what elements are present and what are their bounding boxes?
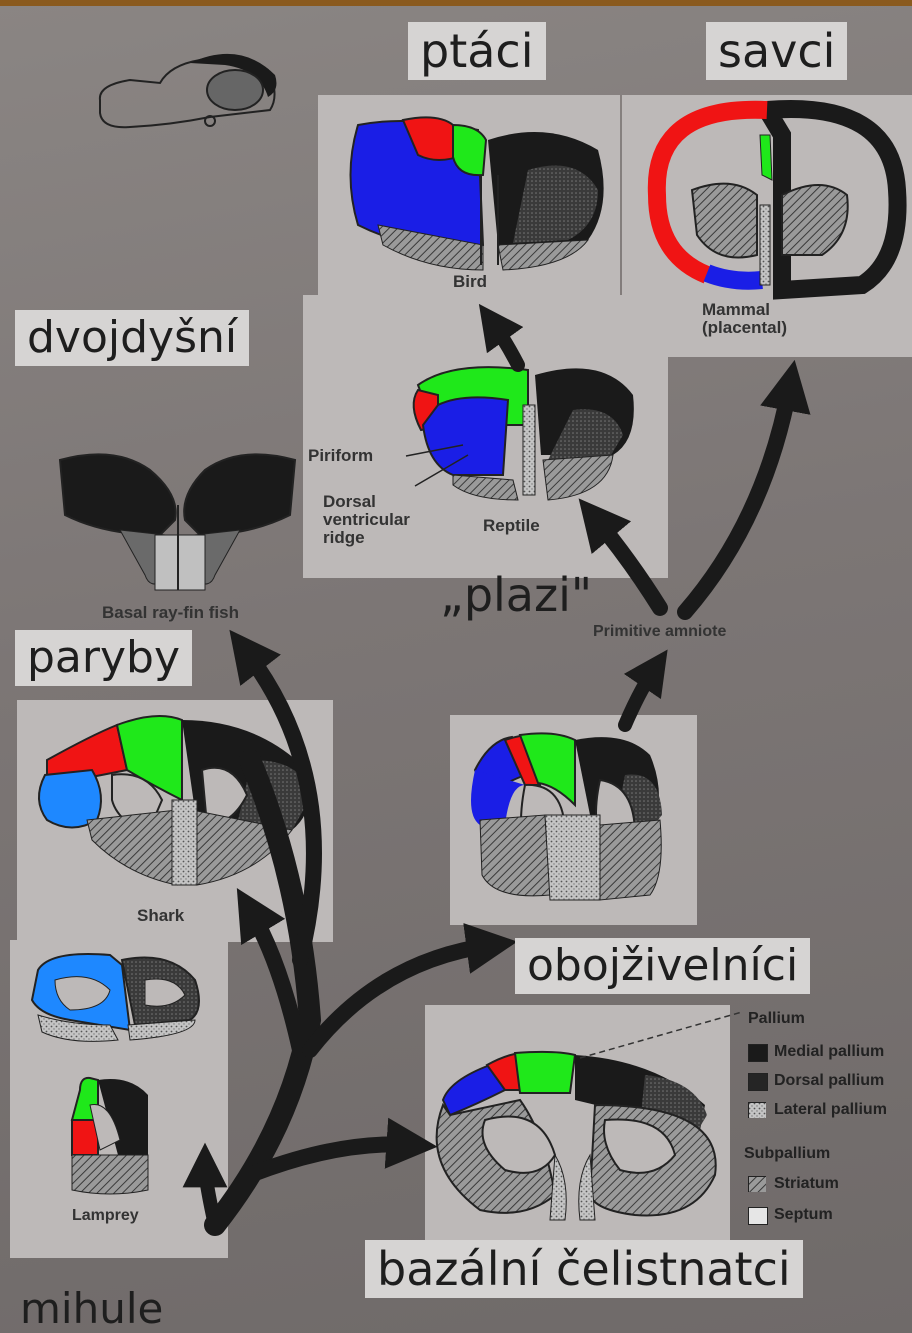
caption-paryby: paryby <box>15 630 192 686</box>
bird-label: Bird <box>453 272 487 291</box>
leader-line <box>579 1011 743 1059</box>
lamprey-label: Lamprey <box>72 1207 139 1224</box>
legend-medial-swatch <box>748 1044 768 1062</box>
lamprey-arrow <box>182 1142 228 1232</box>
legend-dorsal-label: Dorsal pallium <box>774 1072 885 1089</box>
basal-gnathostome-panel <box>425 1005 730 1240</box>
legend-pallium-title: Pallium <box>748 1010 805 1027</box>
brain-sketch-icon <box>98 53 277 129</box>
mammal-brain <box>647 100 907 300</box>
primitive-amniote-label: Primitive amniote <box>593 623 727 640</box>
legend-lateral-swatch <box>748 1102 766 1118</box>
piriform-label: Piriform <box>308 446 374 465</box>
reptile-label: Reptile <box>483 516 540 535</box>
reptile-brain <box>405 366 634 501</box>
shark-arrow <box>236 888 308 1058</box>
basal-arrow <box>242 1117 438 1183</box>
caption-mihule: mihule <box>20 1284 164 1333</box>
legend-striatum-swatch <box>748 1176 766 1192</box>
caption-bazalni: bazální čelistnatci <box>365 1240 803 1298</box>
amphibian-arrow <box>302 923 518 1058</box>
legend: Pallium Medial pallium Dorsal pallium La… <box>740 1005 910 1235</box>
bird-arrow <box>478 303 525 372</box>
amphibian-brain <box>471 732 662 901</box>
top-border <box>0 0 912 6</box>
legend-lateral-label: Lateral pallium <box>774 1101 887 1118</box>
amphibian-panel <box>450 715 697 925</box>
caption-dvojdysni: dvojdyšní <box>15 310 250 366</box>
legend-septum-swatch <box>748 1207 768 1225</box>
legend-striatum-label: Striatum <box>774 1175 839 1192</box>
dvr-label: Dorsal ventricular ridge <box>323 492 410 547</box>
legend-dorsal-swatch <box>748 1073 768 1091</box>
fish-label: Basal ray-fin fish <box>102 603 239 622</box>
lamprey-brain <box>30 953 200 1195</box>
reptile-arrow <box>578 498 668 616</box>
mammal-label: Mammal (placental) <box>702 300 788 337</box>
caption-obojzivelnici: obojživelníci <box>515 938 811 994</box>
shark-label: Shark <box>137 906 185 925</box>
fish-brain <box>58 453 297 591</box>
caption-savci: savci <box>706 22 848 80</box>
fish-arrow <box>229 629 322 968</box>
amniote-arrow <box>618 649 668 732</box>
bird-brain <box>349 116 604 271</box>
mammal-panel: Mammal (placental) <box>622 95 912 357</box>
mammal-arrow <box>677 359 811 620</box>
legend-subpallium-title: Subpallium <box>744 1145 831 1162</box>
trunk-arrow <box>204 749 322 1236</box>
legend-medial-label: Medial pallium <box>774 1043 885 1060</box>
caption-plazi: „plazi" <box>440 568 593 622</box>
legend-septum-label: Septum <box>774 1206 833 1223</box>
caption-ptaci: ptáci <box>408 22 546 80</box>
lamprey-panel: Lamprey <box>10 940 228 1258</box>
basal-gnathostome-brain <box>435 1050 717 1221</box>
